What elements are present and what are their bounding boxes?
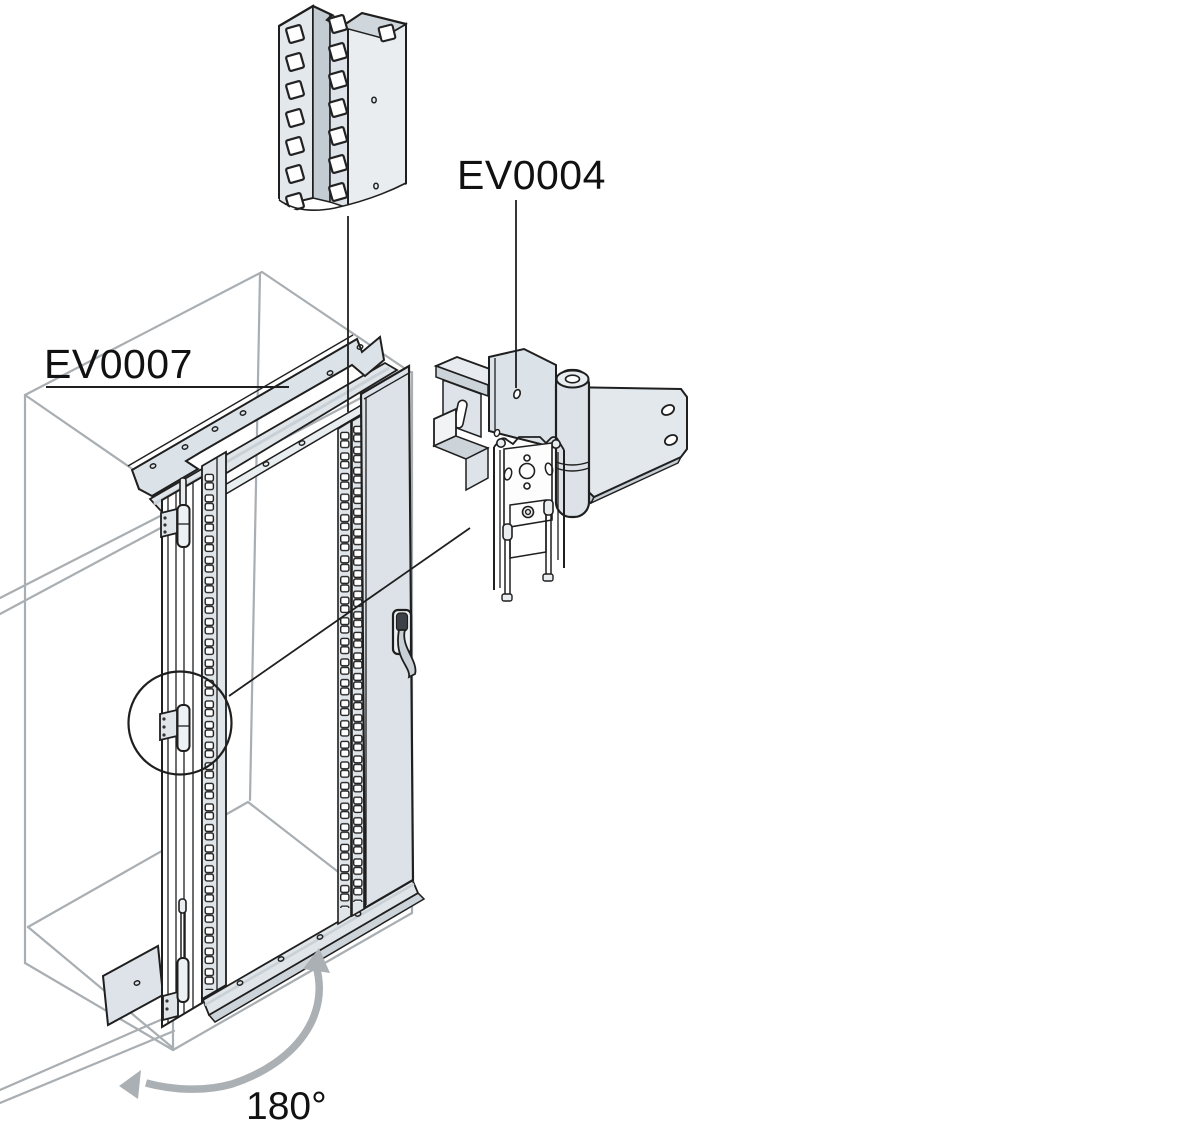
detail-leader-line xyxy=(228,527,471,697)
profile-break-line xyxy=(278,182,407,211)
hinge-pin xyxy=(176,704,191,752)
hinge-bracket xyxy=(162,990,179,1022)
label-rotation-angle: 180° xyxy=(246,1085,327,1122)
labels: EV0007 EV0004 180° xyxy=(44,152,606,1122)
rotation-arrow xyxy=(119,948,330,1099)
door-panel xyxy=(359,364,417,910)
middle-hinge xyxy=(159,704,191,752)
label-ev0007: EV0007 xyxy=(44,341,193,387)
perforated-rail-left xyxy=(201,450,227,1001)
bracket-holes xyxy=(149,344,364,469)
hinge-upright xyxy=(493,436,565,602)
arrow-head-bottom xyxy=(119,1070,141,1099)
interior-floor-edge xyxy=(26,925,175,1050)
hinge-pin xyxy=(176,504,191,548)
upright-profile xyxy=(278,4,408,213)
top-bracket-ev0007 xyxy=(127,334,386,498)
handle-lock xyxy=(395,612,409,632)
hinge-rod xyxy=(179,477,187,507)
stay-rods xyxy=(501,499,554,602)
door-swing-lines xyxy=(0,510,176,1105)
detail-circle xyxy=(127,670,233,776)
label-ev0004: EV0004 xyxy=(457,152,606,198)
top-hinge xyxy=(160,477,191,548)
bottom-hinge xyxy=(162,898,190,1022)
handle-lever xyxy=(397,629,417,679)
arrow-head-top xyxy=(303,948,330,973)
perforated-rail-right xyxy=(337,412,365,926)
door-frame-left-upright xyxy=(161,475,203,1029)
hinge-bracket xyxy=(160,507,178,539)
hinge-plate xyxy=(488,347,557,450)
hinge-assembly-ev0004 xyxy=(432,347,688,602)
door-handle xyxy=(391,608,417,679)
hinge-pin xyxy=(176,957,190,1003)
interior-back-edge xyxy=(248,272,262,802)
plate-hole xyxy=(512,388,522,400)
